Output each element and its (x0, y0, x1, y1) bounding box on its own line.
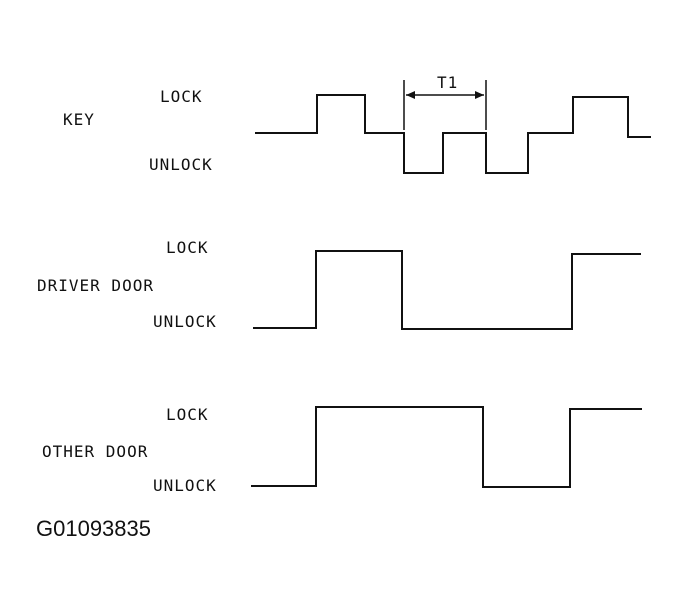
other-door-row-name: OTHER DOOR (42, 442, 149, 461)
driver-door-unlock-label: UNLOCK (153, 312, 217, 331)
t1-label: T1 (437, 73, 459, 92)
driver-door-lock-label: LOCK (166, 238, 209, 257)
driver-door-waveform (253, 250, 641, 330)
key-waveform (255, 94, 651, 174)
key-row-name: KEY (63, 110, 95, 129)
figure-id: G01093835 (36, 516, 151, 541)
key-unlock-label: UNLOCK (149, 155, 213, 174)
t1-dimension-marker (403, 80, 487, 130)
other-door-unlock-label: UNLOCK (153, 476, 217, 495)
other-door-lock-label: LOCK (166, 405, 209, 424)
other-door-waveform (251, 406, 642, 488)
driver-door-row-name: DRIVER DOOR (37, 276, 154, 295)
key-lock-label: LOCK (160, 87, 203, 106)
